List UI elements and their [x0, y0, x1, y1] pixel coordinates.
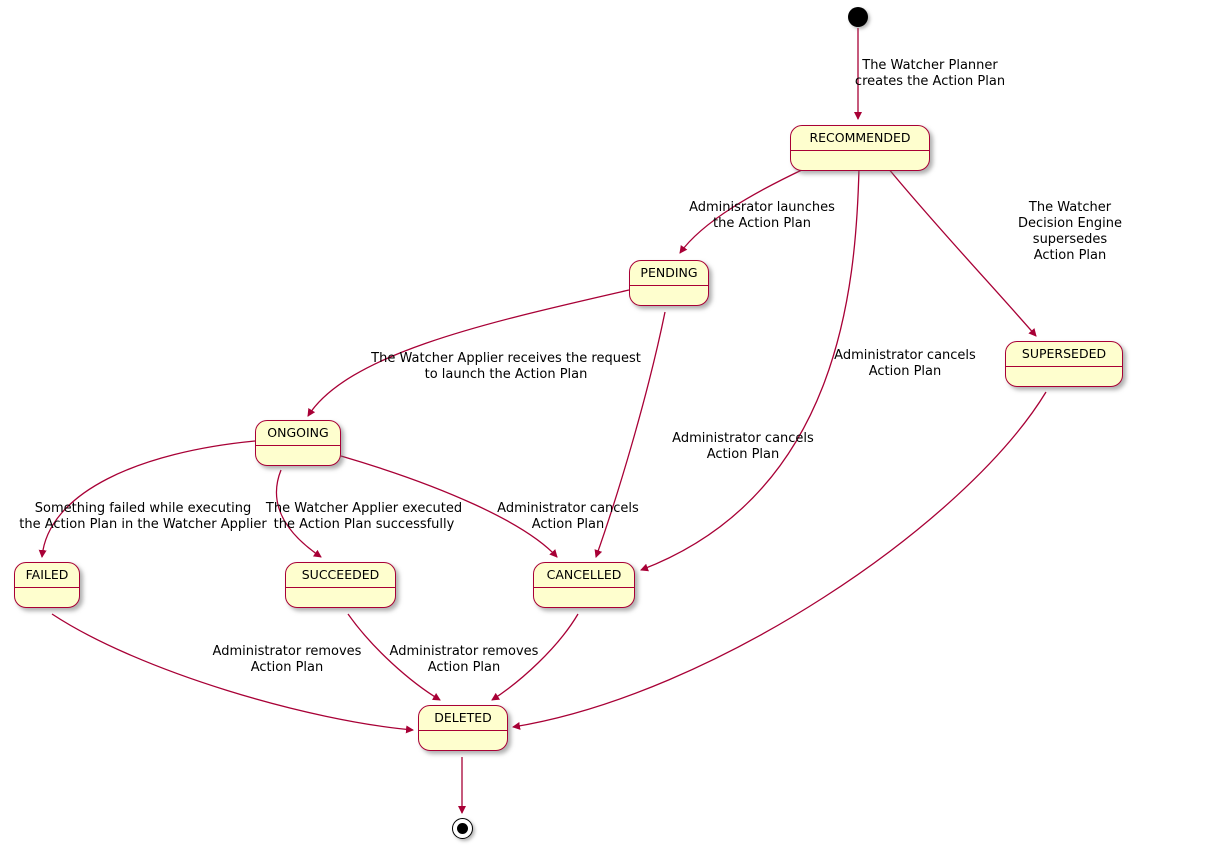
edge-label-failed-to-deleted: Administrator removes Action Plan	[212, 644, 362, 675]
state-recommended-label: RECOMMENDED	[809, 130, 911, 145]
state-divider	[419, 730, 507, 731]
edge-label-start-to-recommended: The Watcher Planner creates the Action P…	[854, 58, 1006, 89]
edge-label-ongoing-to-failed: Something failed while executing the Act…	[19, 501, 267, 532]
initial-state-node	[848, 7, 868, 27]
state-deleted: DELETED	[418, 705, 508, 751]
state-succeeded: SUCCEEDED	[285, 562, 396, 608]
state-succeeded-label: SUCCEEDED	[301, 567, 380, 582]
state-deleted-label: DELETED	[434, 710, 492, 725]
edge-label-recommended-to-superseded: The Watcher Decision Engine supersedes A…	[1017, 200, 1123, 263]
state-divider	[15, 587, 79, 588]
state-pending: PENDING	[629, 260, 709, 306]
edge-succeeded-to-deleted	[347, 613, 441, 701]
edge-ongoing-to-failed	[38, 440, 256, 558]
state-superseded-label: SUPERSEDED	[1021, 346, 1107, 361]
edge-pending-to-ongoing	[307, 289, 630, 417]
state-ongoing: ONGOING	[255, 420, 341, 466]
final-state-node	[452, 818, 473, 839]
state-failed-label: FAILED	[25, 567, 69, 582]
state-ongoing-label: ONGOING	[267, 425, 329, 440]
edge-label-recommended-to-cancelled: Administrator cancels Action Plan	[834, 348, 976, 379]
edge-superseded-to-deleted	[512, 391, 1047, 730]
edge-label-recommended-to-pending: Adminisrator launches the Action Plan	[689, 200, 835, 231]
state-recommended: RECOMMENDED	[790, 125, 930, 171]
state-failed: FAILED	[14, 562, 80, 608]
edge-label-ongoing-to-succeeded: The Watcher Applier executed the Action …	[265, 501, 463, 532]
state-divider	[534, 587, 634, 588]
edge-pending-to-cancelled	[594, 311, 666, 558]
state-divider	[286, 587, 395, 588]
edge-label-pending-to-cancelled: Administrator cancels Action Plan	[672, 431, 814, 462]
state-pending-label: PENDING	[640, 265, 698, 280]
edge-label-succeeded-to-deleted: Administrator removes Action Plan	[389, 644, 539, 675]
state-divider	[791, 150, 929, 151]
edge-recommended-to-superseded	[887, 167, 1037, 337]
edge-recommended-to-cancelled	[640, 167, 860, 572]
edge-recommended-to-pending	[679, 167, 807, 254]
state-divider	[630, 285, 708, 286]
state-cancelled-label: CANCELLED	[546, 567, 622, 582]
edge-failed-to-deleted	[51, 613, 414, 734]
state-divider	[1006, 366, 1122, 367]
edge-ongoing-to-cancelled	[340, 455, 558, 558]
state-cancelled: CANCELLED	[533, 562, 635, 608]
edge-label-ongoing-to-cancelled: Administrator cancels Action Plan	[497, 501, 639, 532]
state-superseded: SUPERSEDED	[1005, 341, 1123, 387]
edge-ongoing-to-succeeded	[275, 469, 322, 558]
edge-cancelled-to-deleted	[491, 613, 579, 701]
edge-label-pending-to-ongoing: The Watcher Applier receives the request…	[371, 351, 641, 382]
final-state-dot	[457, 823, 468, 834]
state-divider	[256, 445, 340, 446]
